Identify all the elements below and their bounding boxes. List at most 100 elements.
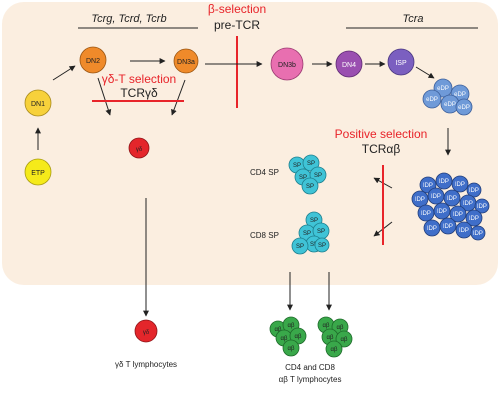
svg-text:DN4: DN4	[342, 62, 356, 69]
cd4-sp-cell-label: SP	[299, 175, 307, 181]
svg-text:ETP: ETP	[31, 170, 45, 177]
svg-text:DN3a: DN3a	[177, 59, 195, 66]
svg-text:γδ: γδ	[136, 147, 143, 153]
ab-cd4-cell-label: αβ	[288, 346, 295, 352]
pre-tcr-label: pre-TCR	[214, 18, 260, 32]
cd4-sp-cell-label: SP	[314, 173, 322, 179]
ldp-cell-label: lDP	[469, 188, 479, 194]
edp-cell-label: eDP	[426, 97, 438, 103]
gd-selection-label: γδ-T selection	[102, 72, 176, 86]
ldp-cell-label: lDP	[415, 197, 425, 203]
tcr-ab-label: TCRαβ	[362, 142, 401, 156]
ab-cd8-cell-label: αβ	[337, 325, 344, 331]
ldp-cell-label: lDP	[463, 201, 473, 207]
ab-cd4-cell	[282, 339, 300, 357]
cd8-sp-label: CD8 SP	[250, 231, 279, 240]
ldp-cell	[470, 225, 486, 241]
ldp-cell	[443, 189, 461, 207]
cd8-sp-cell-label: SP	[310, 242, 318, 248]
ldp-cell-label: lDP	[447, 196, 457, 202]
ldp-cell-label: lDP	[453, 212, 463, 218]
cell-dn1: DN1	[24, 89, 52, 117]
genes-left-label: Tcrg, Tcrd, Tcrb	[91, 13, 166, 25]
ldp-cell-label: lDP	[421, 211, 431, 217]
ldp-cell	[474, 198, 490, 214]
ldp-cell-label: lDP	[459, 228, 469, 234]
svg-text:DN2: DN2	[86, 58, 100, 65]
ldp-cell	[466, 182, 482, 198]
arrow-dn1-dn2	[52, 65, 76, 81]
ab-cd8-cell-label: αβ	[341, 337, 348, 343]
cd8-sp-cell-label: SP	[310, 218, 318, 224]
cell-gd-periphery: γδ	[134, 319, 158, 343]
cell-etp: ETP	[24, 158, 52, 186]
ldp-cell	[433, 202, 451, 220]
cd8-sp-cell	[291, 237, 309, 255]
svg-text:ISP: ISP	[395, 60, 407, 67]
cd8-sp-cell	[314, 237, 330, 253]
svg-text:DN3b: DN3b	[278, 62, 296, 69]
ab-cd8-cell-label: αβ	[331, 347, 338, 353]
tcr-gd-label: TCRγδ	[120, 86, 158, 100]
ldp-cell-label: lDP	[427, 226, 437, 232]
cell-dn2: DN2	[79, 46, 107, 74]
cell-dn3b: DN3b	[270, 47, 304, 81]
gd-lymphocytes-label: γδ T lymphocytes	[115, 360, 177, 369]
ldp-cell-label: lDP	[443, 224, 453, 230]
cd4-sp-cell-label: SP	[307, 161, 315, 167]
edp-cell-label: eDP	[444, 102, 456, 108]
cell-isp: ISP	[387, 48, 415, 76]
ldp-cell-label: lDP	[437, 209, 447, 215]
ldp-cell-label: lDP	[477, 204, 487, 210]
cd8-sp-cell-label: SP	[296, 244, 304, 250]
cd8-sp-cell-label: SP	[318, 243, 326, 249]
cd8-sp-cell-label: SP	[303, 231, 311, 237]
ab-cd4-cell-label: αβ	[281, 336, 288, 342]
ab-cd4-cell-label: αβ	[295, 334, 302, 340]
cell-gd-thymus: γδ	[128, 137, 150, 159]
cd4-sp-cell-label: SP	[306, 184, 314, 190]
svg-text:DN1: DN1	[31, 101, 45, 108]
edp-cell	[455, 98, 473, 116]
ab-cd4-cell-label: αβ	[275, 327, 282, 333]
ab-cd8-cell-label: αβ	[323, 323, 330, 329]
cd4-sp-cell-label: SP	[293, 163, 301, 169]
arrow-isp-edp	[415, 66, 435, 79]
ldp-cell-label: lDP	[423, 183, 433, 189]
ldp-cell-label: lDP	[455, 182, 465, 188]
cd8-sp-cell-label: SP	[317, 229, 325, 235]
ldp-cell	[465, 209, 483, 227]
ldp-cell	[435, 172, 453, 190]
genes-right-label: Tcra	[403, 13, 424, 25]
ldp-cell	[451, 175, 469, 193]
positive-selection-label: Positive selection	[335, 127, 428, 141]
ab-cd8-cell	[325, 340, 343, 358]
edp-cell-label: eDP	[437, 86, 449, 92]
ldp-cell-label: lDP	[469, 216, 479, 222]
ldp-cell	[449, 205, 467, 223]
ldp-cell-label: lDP	[473, 231, 483, 237]
edp-cell-label: eDP	[458, 105, 470, 111]
arrow-dn3a-down	[171, 79, 186, 116]
svg-text:γδ: γδ	[143, 330, 150, 336]
beta-selection-label: β-selection	[208, 2, 266, 16]
ldp-cell	[411, 190, 429, 208]
edp-cell-label: eDP	[454, 92, 466, 98]
cd4-sp-cell	[301, 177, 319, 195]
cd4-cd8-label-line2: αβ T lymphocytes	[279, 375, 342, 384]
ab-cd8-cell	[335, 330, 353, 348]
thymus-panel	[2, 2, 498, 285]
ldp-cell	[439, 217, 457, 235]
cd4-sp-label: CD4 SP	[250, 168, 279, 177]
arrow-dn2-down	[97, 77, 112, 116]
ldp-cell-label: lDP	[431, 194, 441, 200]
cd4-cd8-label-line1: CD4 and CD8	[285, 363, 335, 372]
edp-cell	[422, 89, 442, 109]
